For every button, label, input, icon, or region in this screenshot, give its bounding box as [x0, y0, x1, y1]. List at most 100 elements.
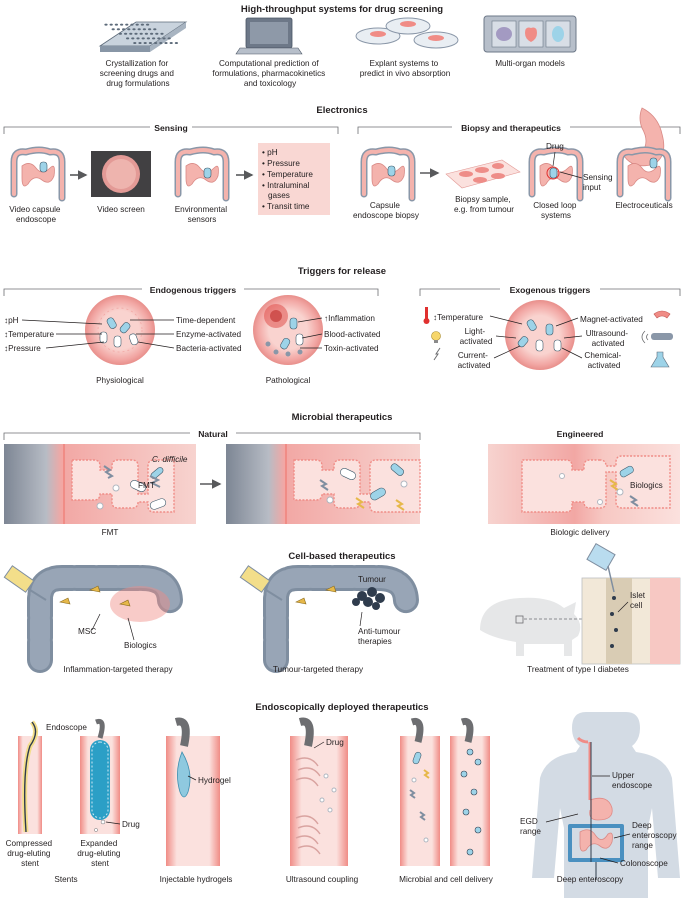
- physiological-left-labels: ↕pH ↕Temperature ↕Pressure: [4, 316, 105, 353]
- explant-dishes-icon: [355, 17, 459, 49]
- video-screen-label: Video screen: [97, 205, 145, 214]
- plate-well: [133, 42, 137, 44]
- upper-endoscope-label: Upper endoscope: [612, 771, 653, 790]
- natural-title: Natural: [198, 429, 228, 439]
- colon-capsule-biopsy: [360, 146, 416, 202]
- pig-islet-illustration: [480, 543, 681, 665]
- plate-well: [167, 37, 171, 40]
- endoscopic-title: Endoscopically deployed therapeutics: [255, 702, 428, 713]
- svg-text:↕Temperature: ↕Temperature: [4, 330, 55, 339]
- islet-label: Islet cell: [630, 591, 647, 610]
- ultrasound-vessel: [290, 717, 348, 866]
- plate-well: [141, 37, 145, 40]
- plate-well: [104, 23, 108, 26]
- engineered-biologics-label: Biologics: [630, 481, 663, 490]
- stents-caption: Stents: [54, 875, 77, 884]
- svg-text:• Temperature: • Temperature: [262, 170, 313, 179]
- syringe-icon: [3, 565, 47, 601]
- stomach-colon-electroceutical: [616, 107, 672, 202]
- tumour-caption: Tumour-targeted therapy: [273, 665, 364, 674]
- deep-enteroscopy-caption: Deep enteroscopy: [557, 875, 624, 884]
- fmt-inline-label: FMT: [138, 481, 155, 490]
- biopsy-sample-label: Biopsy sample, e.g. from tumour: [454, 195, 514, 214]
- plate-well: [155, 32, 159, 35]
- triggers-title: Triggers for release: [298, 266, 386, 277]
- plate-well: [135, 23, 139, 26]
- plate-well: [127, 28, 131, 31]
- hydrogel-vessel: [166, 717, 220, 866]
- plate-well: [143, 42, 147, 44]
- explant-label: Explant systems to predict in vivo absor…: [360, 59, 451, 78]
- plate-well: [132, 28, 136, 31]
- plate-well: [148, 28, 152, 31]
- stent-drug-label: Drug: [122, 820, 140, 829]
- magnet-icon: [653, 310, 671, 319]
- pathological-label: Pathological: [266, 376, 311, 385]
- anti-tumour-label: Anti-tumour therapies: [358, 627, 403, 646]
- compressed-stent-vessel: [18, 720, 42, 834]
- plate-well: [146, 37, 150, 40]
- plate-well: [118, 32, 122, 35]
- electronics-title: Electronics: [316, 105, 367, 116]
- plate-well: [144, 32, 148, 35]
- plate-well: [164, 42, 168, 44]
- svg-text:• Transit time: • Transit time: [262, 202, 310, 211]
- svg-text:Enzyme-activated: Enzyme-activated: [176, 330, 242, 339]
- video-capsule-label: Video capsule endoscope: [9, 205, 63, 224]
- screening-title: High-throughput systems for drug screeni…: [241, 4, 443, 15]
- svg-text:↕Pressure: ↕Pressure: [4, 344, 41, 353]
- svg-text:• pH: • pH: [262, 148, 278, 157]
- sensing-input-label: Sensing input: [583, 173, 615, 192]
- islet-syringe-icon: [586, 543, 616, 593]
- lightning-icon: [433, 347, 441, 361]
- microbial-cell-caption: Microbial and cell delivery: [399, 875, 494, 884]
- plate-well: [157, 37, 161, 40]
- hydrogel-caption: Injectable hydrogels: [160, 875, 233, 884]
- ultrasound-probe-icon: [641, 330, 673, 344]
- plate-well: [129, 32, 133, 35]
- inflammation-caption: Inflammation-targeted therapy: [63, 665, 173, 674]
- tumour-colon-illustration: [239, 565, 419, 673]
- crystallization-plate-icon: [98, 21, 188, 52]
- electroceuticals-label: Electroceuticals: [615, 201, 672, 210]
- plate-well: [142, 28, 146, 31]
- svg-text:Toxin-activated: Toxin-activated: [324, 344, 379, 353]
- colon-environmental-sensors: [174, 146, 230, 202]
- exo-ultrasound-label: Ultrasound- activated: [586, 329, 631, 348]
- pathological-lumen-disk: [253, 295, 323, 365]
- physiological-lumen-disk: [85, 295, 155, 365]
- cell-title: Cell-based therapeutics: [288, 551, 395, 562]
- plate-well: [169, 42, 173, 44]
- exo-current-label: Current- activated: [458, 351, 491, 370]
- hydrogel-label: Hydrogel: [198, 776, 231, 785]
- computational-label: Computational prediction of formulations…: [212, 59, 327, 88]
- pathological-right-labels: ↑Inflammation Blood-activated Toxin-acti…: [297, 314, 381, 353]
- diabetes-caption: Treatment of type I diabetes: [527, 665, 629, 674]
- biologic-delivery-caption: Biologic delivery: [550, 528, 610, 537]
- plate-well: [136, 37, 140, 40]
- svg-text:• Intraluminal: • Intraluminal: [262, 181, 310, 190]
- colon-closed-loop: [528, 146, 584, 202]
- plate-well: [174, 42, 178, 44]
- plate-well: [125, 23, 129, 26]
- env-sensors-label: Environmental sensors: [175, 205, 230, 224]
- plate-well: [111, 28, 115, 31]
- plate-well: [126, 37, 130, 40]
- plate-well: [137, 28, 141, 31]
- engineered-title: Engineered: [557, 429, 604, 439]
- deep-enteroscopy-range-label: Deep enteroscopy range: [632, 821, 679, 850]
- flask-icon: [650, 351, 670, 368]
- microbial-title: Microbial therapeutics: [292, 412, 393, 423]
- physiological-label: Physiological: [96, 376, 144, 385]
- colon-video-capsule: [10, 146, 66, 202]
- biopsy-sample-tray-icon: [445, 159, 521, 189]
- inflammation-colon-illustration: [3, 565, 183, 673]
- msc-label: MSC: [78, 627, 96, 636]
- plate-well: [134, 32, 138, 35]
- plate-well: [120, 23, 124, 26]
- fmt-caption: FMT: [102, 528, 119, 537]
- tumour-syringe-icon: [239, 565, 283, 601]
- svg-text:Blood-activated: Blood-activated: [324, 330, 381, 339]
- plate-well: [109, 23, 113, 26]
